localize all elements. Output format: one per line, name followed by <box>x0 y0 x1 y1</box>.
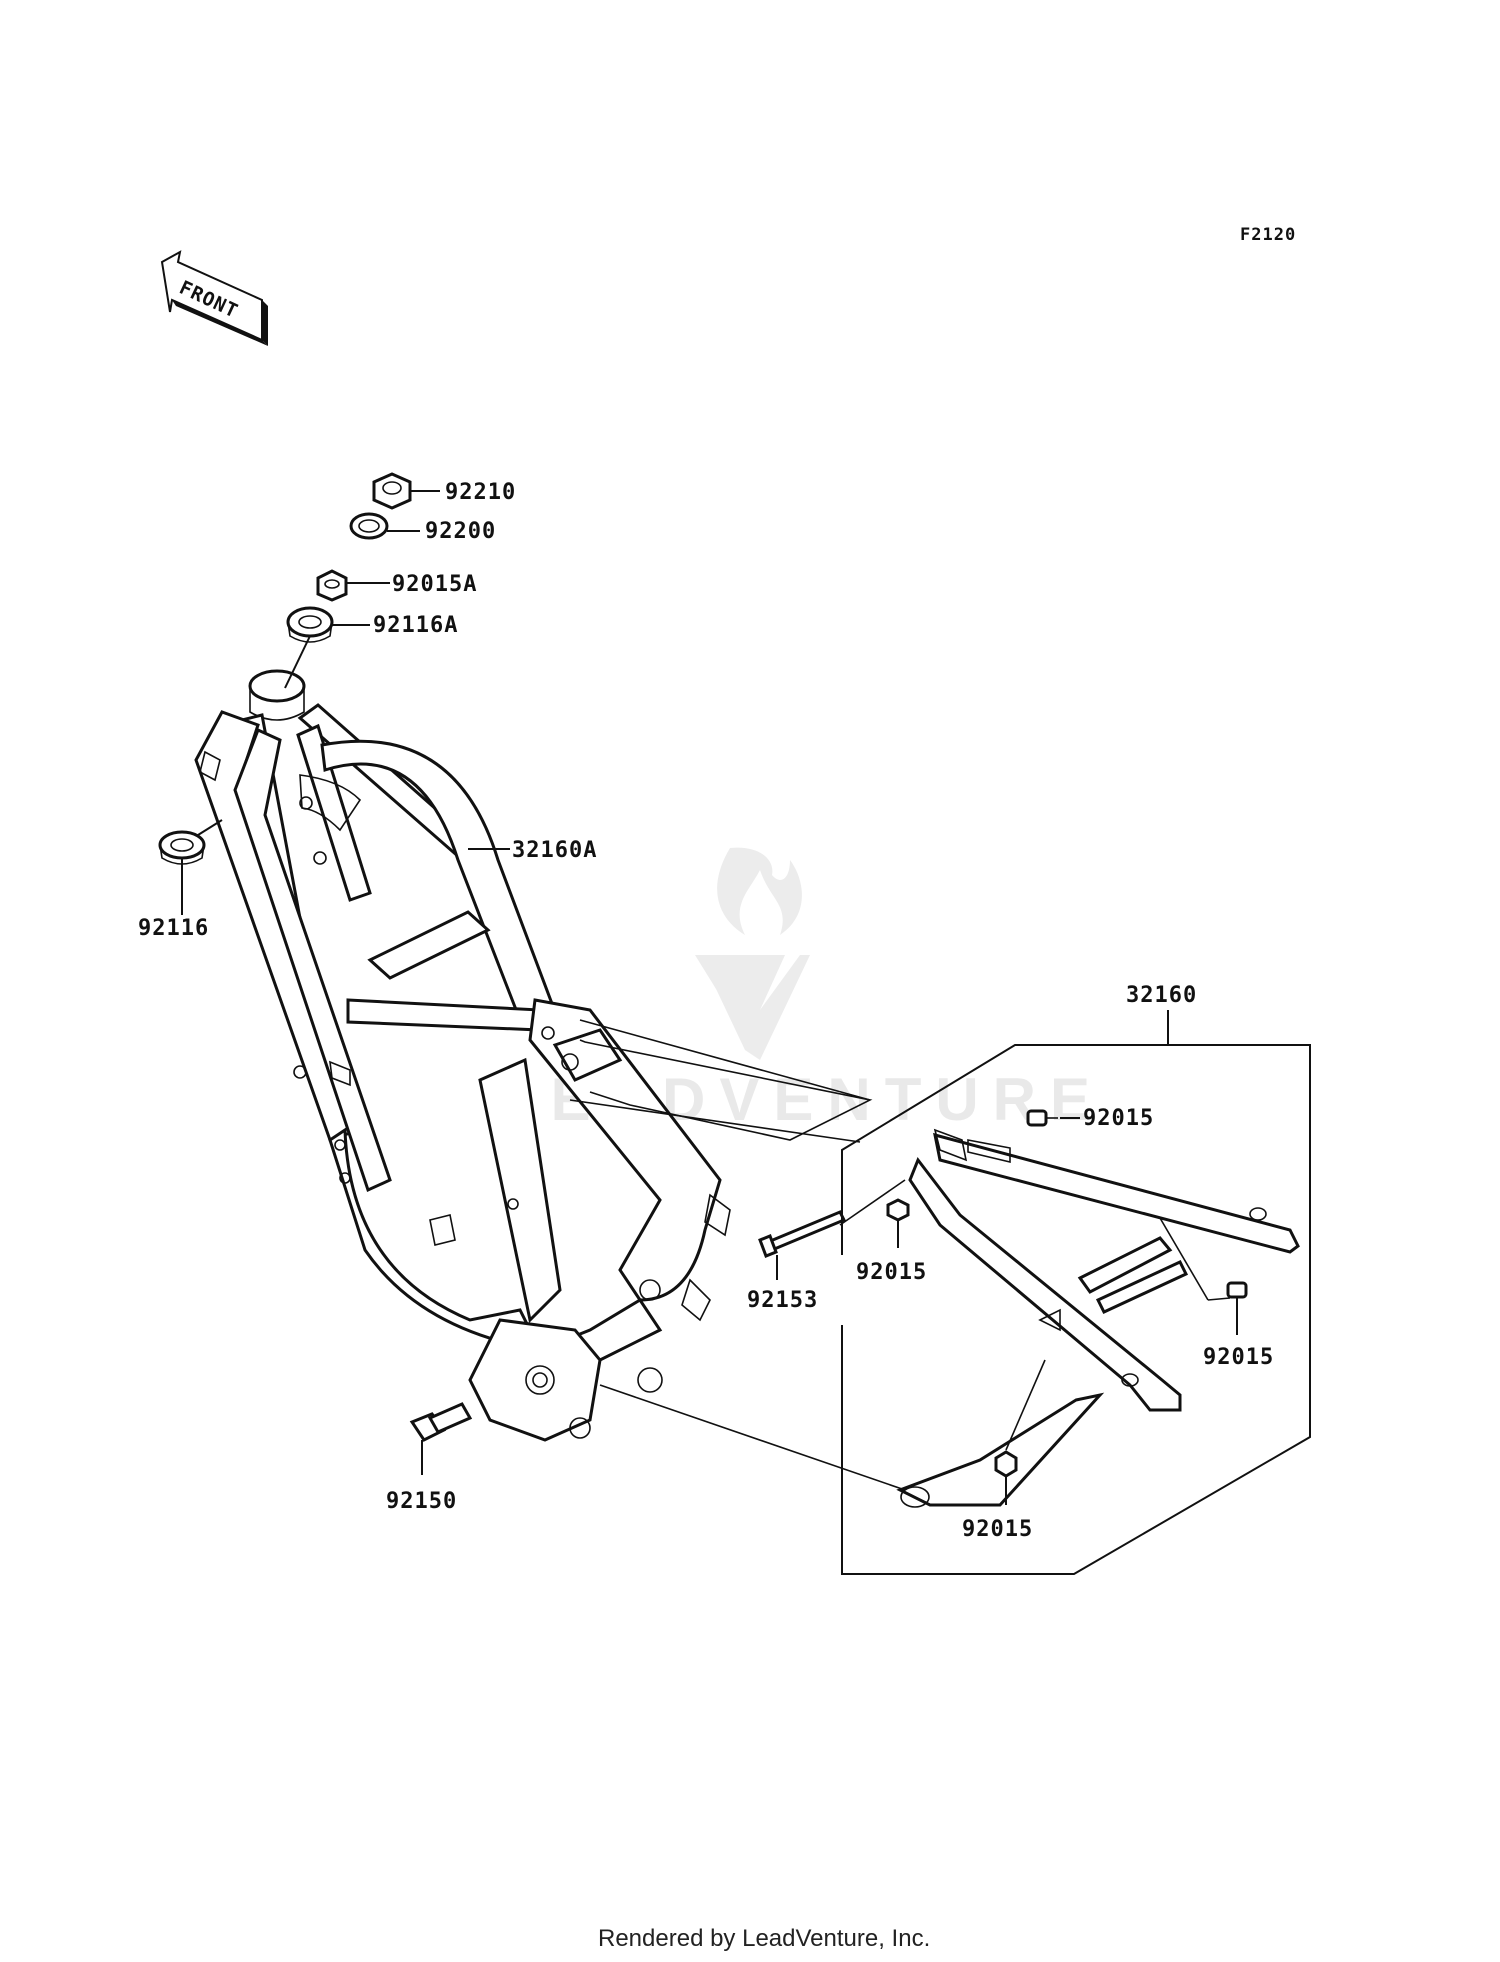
part-label-32160: 32160 <box>1126 983 1197 1008</box>
nut-92210-icon <box>372 472 412 510</box>
part-label-92116A: 92116A <box>373 613 458 638</box>
footer-credit: Rendered by LeadVenture, Inc. <box>598 1925 930 1952</box>
bolt-92153-icon <box>758 1210 847 1258</box>
part-label-92015-lower: 92015 <box>962 1517 1033 1542</box>
main-frame-drawing <box>194 669 731 1442</box>
part-label-92153: 92153 <box>747 1288 818 1313</box>
part-label-92015-mid: 92015 <box>856 1260 927 1285</box>
washer-92200-icon <box>349 512 389 540</box>
diagram-code: F2120 <box>1240 225 1296 245</box>
part-label-92150: 92150 <box>386 1489 457 1514</box>
bolt-92150-icon <box>409 1402 473 1442</box>
part-label-92116: 92116 <box>138 916 209 941</box>
part-label-92015A: 92015A <box>392 572 477 597</box>
bolt-92015-lower-icon <box>994 1450 1018 1478</box>
flame-logo-icon <box>695 847 810 1060</box>
part-label-92200: 92200 <box>425 519 496 544</box>
leader-lines <box>181 490 1311 1575</box>
bolt-92015-right-icon <box>1226 1281 1248 1299</box>
subframe-drawing <box>896 1128 1300 1508</box>
part-label-92210: 92210 <box>445 480 516 505</box>
part-label-92015-right: 92015 <box>1203 1345 1274 1370</box>
nut-92015A-icon <box>316 569 348 602</box>
bolt-92015-mid-icon <box>886 1198 910 1222</box>
bearing-92116A-icon <box>286 606 334 643</box>
bolt-92015-upper-icon <box>1026 1109 1058 1127</box>
part-label-92015-upper: 92015 <box>1083 1106 1154 1131</box>
front-arrow-icon: FRONT <box>160 250 268 346</box>
part-label-32160A: 32160A <box>512 838 597 863</box>
